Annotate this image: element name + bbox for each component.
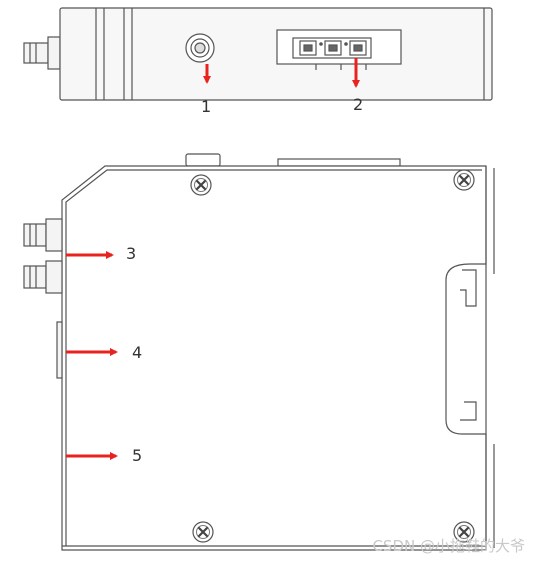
screw-icon — [452, 168, 476, 192]
callout-4: 4 — [132, 343, 142, 362]
screw-icon — [189, 173, 213, 197]
callout-5: 5 — [132, 446, 142, 465]
side-view — [23, 153, 495, 551]
side-connector-upper — [23, 218, 63, 252]
screw-icon — [191, 520, 215, 544]
side-housing — [61, 165, 487, 551]
callout-3: 3 — [126, 244, 136, 263]
side-connector-lower — [23, 260, 63, 294]
callout-2: 2 — [353, 95, 363, 114]
top-view — [23, 7, 493, 101]
din-rail-clip — [445, 166, 487, 550]
side-port-4 — [56, 321, 63, 379]
top-housing — [59, 7, 493, 101]
watermark: CSDN @小拖鞋的大爷 — [372, 537, 525, 555]
callout-1: 1 — [201, 97, 211, 116]
